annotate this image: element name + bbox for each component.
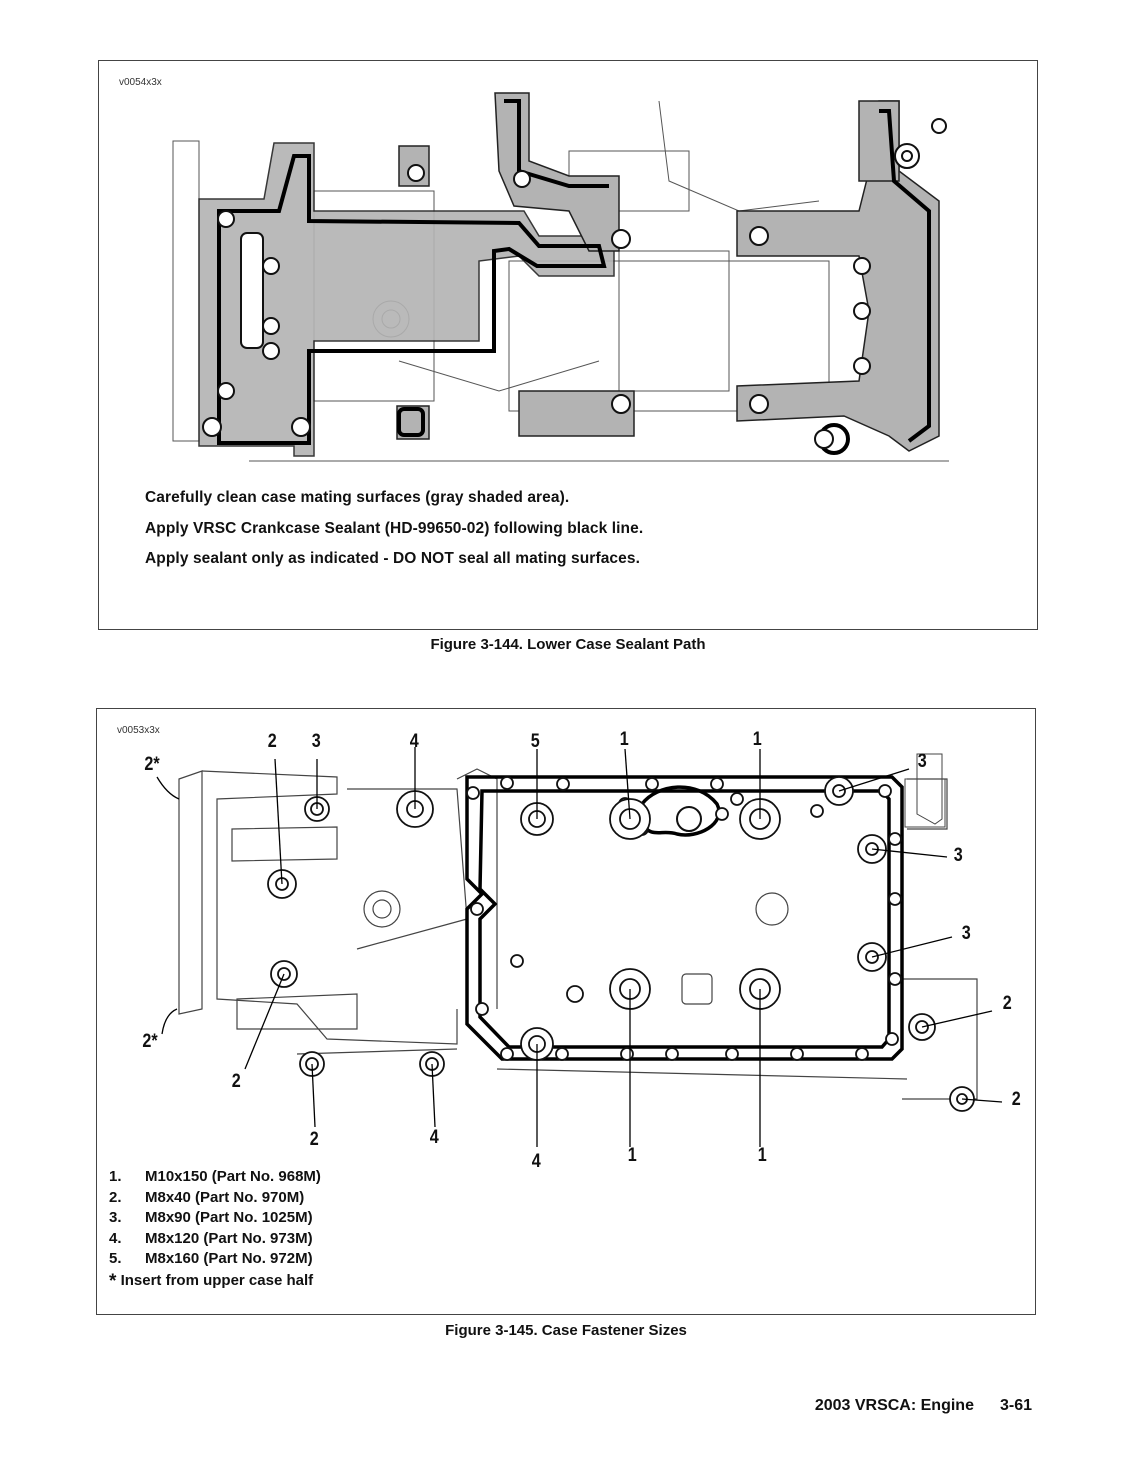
callout-2: 2 <box>1011 1089 1021 1110</box>
callout-2: 2 <box>309 1129 319 1150</box>
page-footer: 2003 VRSCA: Engine 3-61 <box>815 1397 1032 1415</box>
legend-item: 3. M8x90 (Part No. 1025M) <box>109 1209 313 1226</box>
instruction-line-1: Carefully clean case mating surfaces (gr… <box>145 489 570 506</box>
callout-1: 1 <box>627 1145 637 1166</box>
callout-1: 1 <box>757 1145 767 1166</box>
legend-item: 4. M8x120 (Part No. 973M) <box>109 1229 313 1247</box>
callout-2-star: 2* <box>144 754 160 775</box>
figure-caption-3-145: Figure 3-145. Case Fastener Sizes <box>445 1322 687 1339</box>
callout-3: 3 <box>311 731 321 752</box>
figure-ref-code: v0053x3x <box>117 725 160 736</box>
instruction-line-3: Apply sealant only as indicated - DO NOT… <box>145 550 640 567</box>
figure-caption-3-144: Figure 3-144. Lower Case Sealant Path <box>430 636 706 653</box>
fastener-legend: 1. M10x150 (Part No. 968M) 2. M8x40 (Par… <box>109 1167 321 1292</box>
legend-item: 1. M10x150 (Part No. 968M) <box>109 1168 321 1185</box>
callout-2-star: 2* <box>142 1031 158 1052</box>
callout-1: 1 <box>619 729 629 750</box>
callout-2: 2 <box>231 1071 241 1092</box>
legend-item: 5. M8x160 (Part No. 972M) <box>109 1250 313 1267</box>
footer-title: 2003 VRSCA: Engine <box>814 1397 974 1414</box>
instruction-line-2: Apply VRSC Crankcase Sealant (HD-99650-0… <box>145 520 644 537</box>
callout-4: 4 <box>531 1151 541 1172</box>
legend-item: 2. M8x40 (Part No. 970M) <box>109 1188 305 1206</box>
callout-2: 2 <box>267 731 277 752</box>
callout-4: 4 <box>429 1127 439 1148</box>
callout-3: 3 <box>917 751 927 772</box>
figure-case-fastener-sizes: v0053x3x <box>96 708 1036 1315</box>
callout-4: 4 <box>409 731 419 752</box>
sealant-path-diagram <box>172 92 949 462</box>
fastener-diagram <box>156 747 1003 1147</box>
callout-3: 3 <box>961 923 971 944</box>
callout-1: 1 <box>752 729 762 750</box>
asterisk-note: * Insert from upper case half <box>109 1270 314 1292</box>
callout-5: 5 <box>530 731 540 752</box>
callout-3: 3 <box>953 845 963 866</box>
figure-ref-code: v0054x3x <box>119 77 162 88</box>
callout-2: 2 <box>1002 993 1012 1014</box>
figure-lower-case-sealant-path: v0054x3x <box>98 60 1038 630</box>
page-number: 3-61 <box>999 1397 1032 1414</box>
